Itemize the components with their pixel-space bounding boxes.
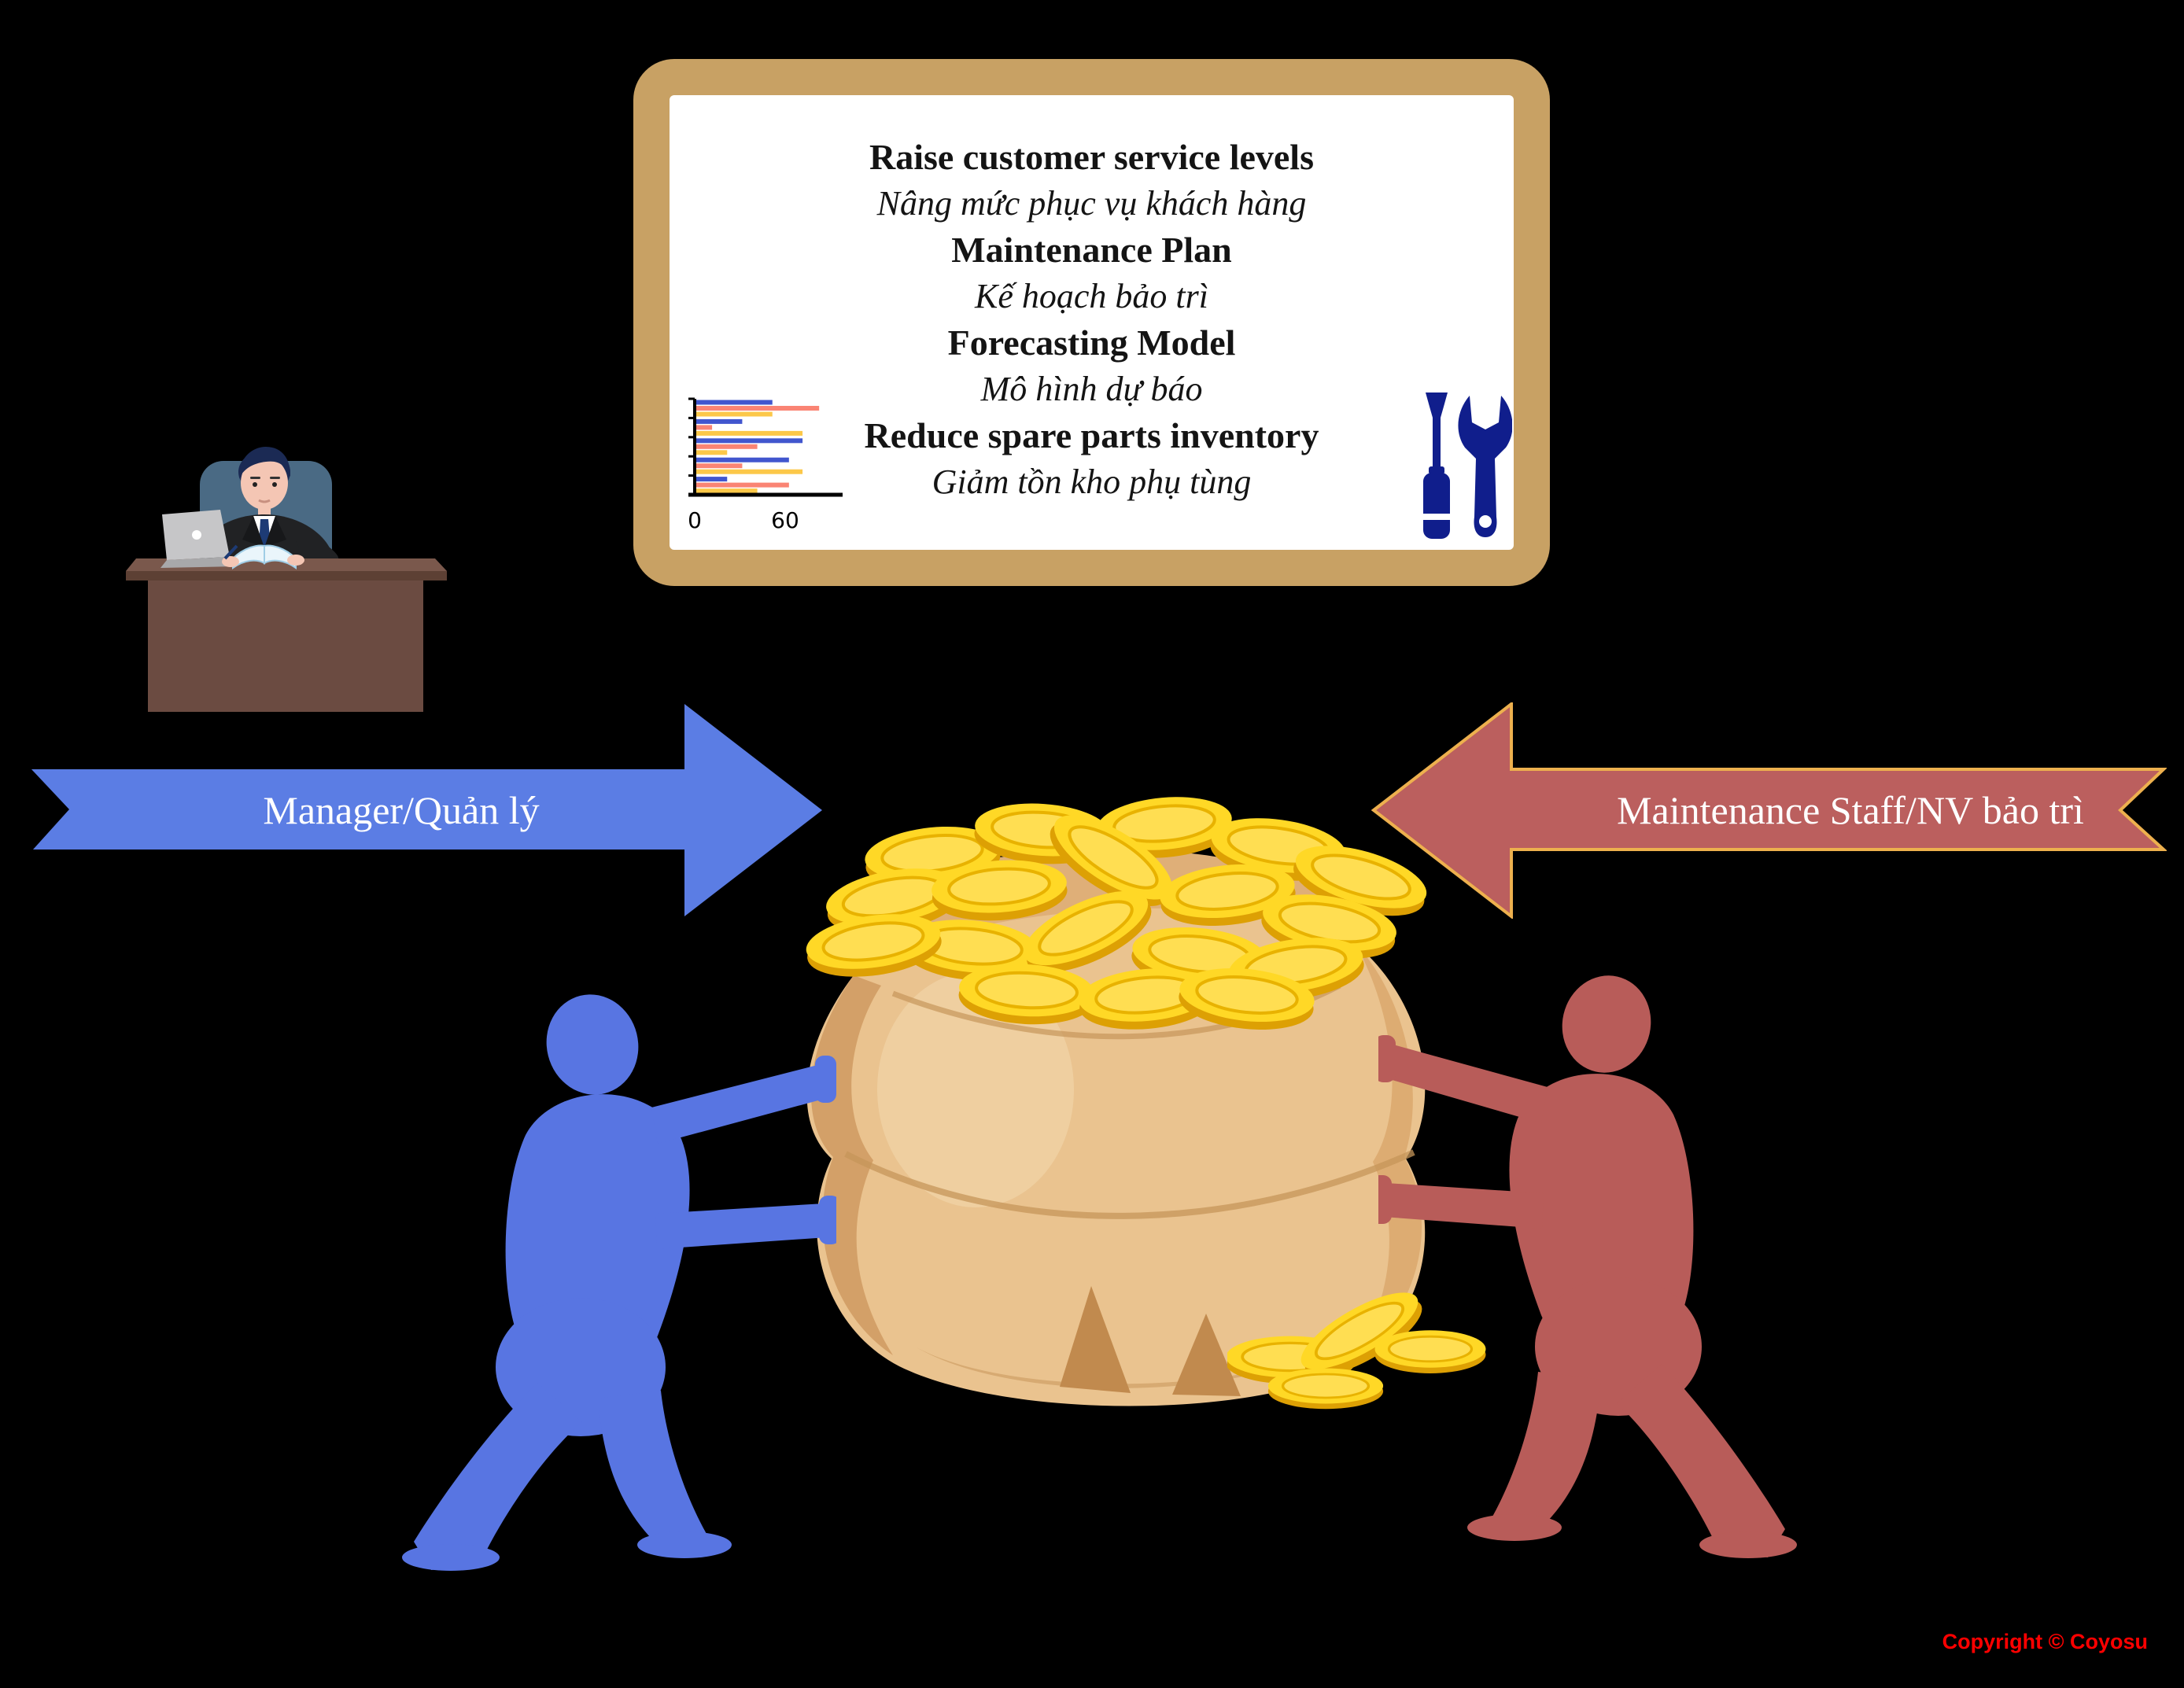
screwdriver-icon (1423, 393, 1450, 539)
bar-series-yellow (695, 488, 758, 494)
x-tick-label: 60 (771, 507, 799, 533)
whiteboard-line: Mô hình dự báo (980, 370, 1203, 408)
bar-series-yellow (695, 469, 803, 474)
bar-series-blue (695, 457, 789, 463)
tools-icon (1423, 393, 1512, 539)
mini-bar-chart-icon: 0 60 (688, 397, 843, 533)
manager-at-desk-illustration (126, 447, 447, 712)
bar-series-salmon (695, 482, 789, 488)
bar-series-yellow (695, 411, 773, 417)
spilled-coins (1227, 1292, 1486, 1410)
bar-series-blue (695, 400, 773, 405)
maintenance-staff-pusher-figure (1378, 975, 1797, 1558)
bar-series-blue (695, 418, 743, 424)
whiteboard-line: Maintenance Plan (951, 230, 1232, 270)
manager-arrow-label: Manager/Quản lý (263, 788, 540, 832)
manager-arrow (31, 704, 822, 916)
bar-series-salmon (695, 444, 758, 449)
bar-series-yellow (695, 450, 728, 455)
whiteboard-line: Reduce spare parts inventory (864, 415, 1319, 455)
whiteboard-text-block: Raise customer service levels Nâng mức p… (669, 134, 1514, 505)
laptop-icon (160, 510, 236, 568)
bar-series-blue (695, 477, 728, 482)
whiteboard (633, 59, 1550, 586)
whiteboard-line: Kế hoạch bảo trì (975, 277, 1208, 315)
wrench-icon (1458, 396, 1512, 537)
copyright-text: Copyright © Coyosu (1942, 1630, 2148, 1653)
bar-series-blue (695, 438, 803, 444)
maintenance-staff-arrow (1371, 702, 2167, 919)
whiteboard-line: Nâng mức phục vụ khách hàng (876, 184, 1307, 223)
x-tick-label: 0 (688, 507, 702, 533)
whiteboard-line: Giảm tồn kho phụ tùng (932, 463, 1252, 501)
desk (126, 558, 447, 712)
bar-series-salmon (695, 463, 743, 469)
whiteboard-line: Raise customer service levels (869, 137, 1314, 177)
manager-pusher-figure (402, 994, 836, 1571)
bar-series-salmon (695, 425, 713, 430)
bar-series-yellow (695, 430, 803, 436)
whiteboard-line: Forecasting Model (947, 322, 1236, 363)
manager-hands (222, 544, 304, 567)
maintenance-staff-arrow-label: Maintenance Staff/NV bảo trì (1617, 788, 2084, 832)
bar-series-salmon (695, 406, 820, 411)
